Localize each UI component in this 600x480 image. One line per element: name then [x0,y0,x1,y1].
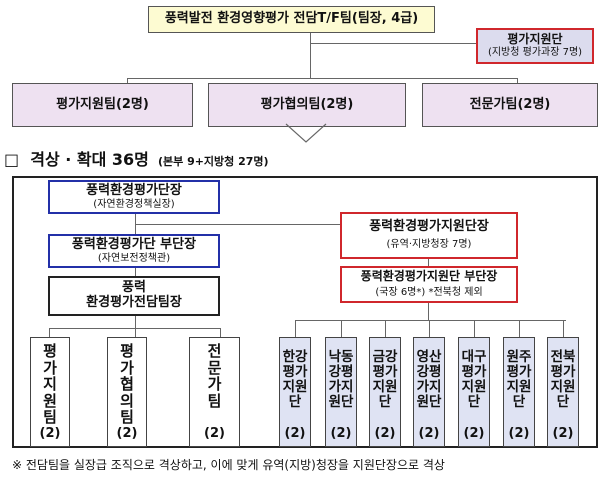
team-name: 전문가팀 [207,342,222,410]
regional-office-count: (2) [284,425,306,441]
support-deputy-box: 풍력환경평가지원단 부단장 (국장 6명*) *전북청 제외 [340,266,518,303]
head-title: 풍력환경평가단장 [86,182,182,198]
tf-team-label: 풍력발전 환경영향평가 전담T/F팀(팀장, 4급) [164,11,419,27]
tf-team-box: 풍력발전 환경영향평가 전담T/F팀(팀장, 4급) [148,6,435,33]
regional-office-name: 한강평가지원단 [282,349,308,410]
checkbox-icon: □ [4,150,20,169]
support-head-title: 풍력환경평가지원단장 [369,219,489,235]
chevron-down-icon [285,123,327,143]
support-head-sub: (유역·지방청장 7명) [386,239,472,251]
regional-office-box: 전북평가지원단 (2) [547,337,579,447]
heading-main: 격상 · 확대 36명 [30,150,149,169]
support-group-box: 평가지원단 (지방청 평가과장 7명) [476,28,594,64]
support-deputy-title: 풍력환경평가지원단 부단장 [360,269,498,284]
regional-office-box: 금강평가지원단 (2) [369,337,401,447]
team-count: (2) [204,425,225,441]
footnote: ※ 전담팀을 실장급 조직으로 격상하고, 이에 맞게 유역(지방)청장을 지원… [12,458,445,472]
team-label: 전문가팀(2명) [469,96,551,112]
new-org-frame [12,176,598,448]
before-team-box: 전문가팀(2명) [422,83,598,127]
regional-office-count: (2) [374,425,396,441]
regional-office-name: 금강평가지원단 [372,349,398,410]
regional-office-box: 원주평가지원단 (2) [503,337,535,447]
support-group-title: 평가지원단 [507,32,563,47]
head-sub: (자연환경정책실장) [93,198,175,210]
team-label: 평가지원팀(2명) [56,96,149,112]
regional-office-name: 영산강평가지원단 [416,349,442,410]
team-name: 평가지원팀 [43,342,57,426]
regional-office-name: 전북평가지원단 [550,349,576,410]
regional-office-name: 원주평가지원단 [506,349,532,410]
team-label: 평가협의팀(2명) [260,96,354,112]
team-count: (2) [116,425,138,441]
team-lead-box: 풍력 환경평가전담팀장 [48,276,220,316]
deputy-sub: (자연보전정책관) [97,252,171,264]
deputy-title: 풍력환경평가단 부단장 [71,236,197,252]
regional-office-count: (2) [552,425,574,441]
before-team-box: 평가협의팀(2명) [208,83,406,127]
team-column-box: 평가지원팀(2) [30,337,70,447]
team-count: (2) [39,425,61,441]
regional-office-box: 한강평가지원단 (2) [279,337,311,447]
regional-office-name: 낙동강평가지원단 [328,349,354,410]
before-team-box: 평가지원팀(2명) [12,83,193,127]
section-heading: □ 격상 · 확대 36명 (본부 9+지방청 27명) [4,146,269,170]
team-column-box: 평가협의팀(2) [107,337,147,447]
regional-office-box: 영산강평가지원단 (2) [413,337,445,447]
head-box: 풍력환경평가단장 (자연환경정책실장) [48,180,220,214]
support-head-box: 풍력환경평가지원단장 (유역·지방청장 7명) [340,212,518,259]
regional-office-count: (2) [463,425,485,441]
team-lead-line2: 환경평가전담팀장 [86,295,182,310]
regional-office-count: (2) [418,425,440,441]
deputy-box: 풍력환경평가단 부단장 (자연보전정책관) [48,234,220,268]
team-column-box: 전문가팀 (2) [189,337,240,447]
regional-office-count: (2) [330,425,352,441]
regional-office-name: 대구평가지원단 [461,349,487,410]
heading-detail: (본부 9+지방청 27명) [157,155,269,168]
team-name: 평가협의팀 [120,342,134,426]
regional-office-count: (2) [508,425,530,441]
regional-office-box: 대구평가지원단 (2) [458,337,490,447]
support-group-sub: (지방청 평가과장 7명) [487,47,583,59]
support-deputy-sub: (국장 6명*) *전북청 제외 [375,287,483,299]
regional-office-box: 낙동강평가지원단 (2) [325,337,357,447]
team-lead-line1: 풍력 [122,280,146,296]
